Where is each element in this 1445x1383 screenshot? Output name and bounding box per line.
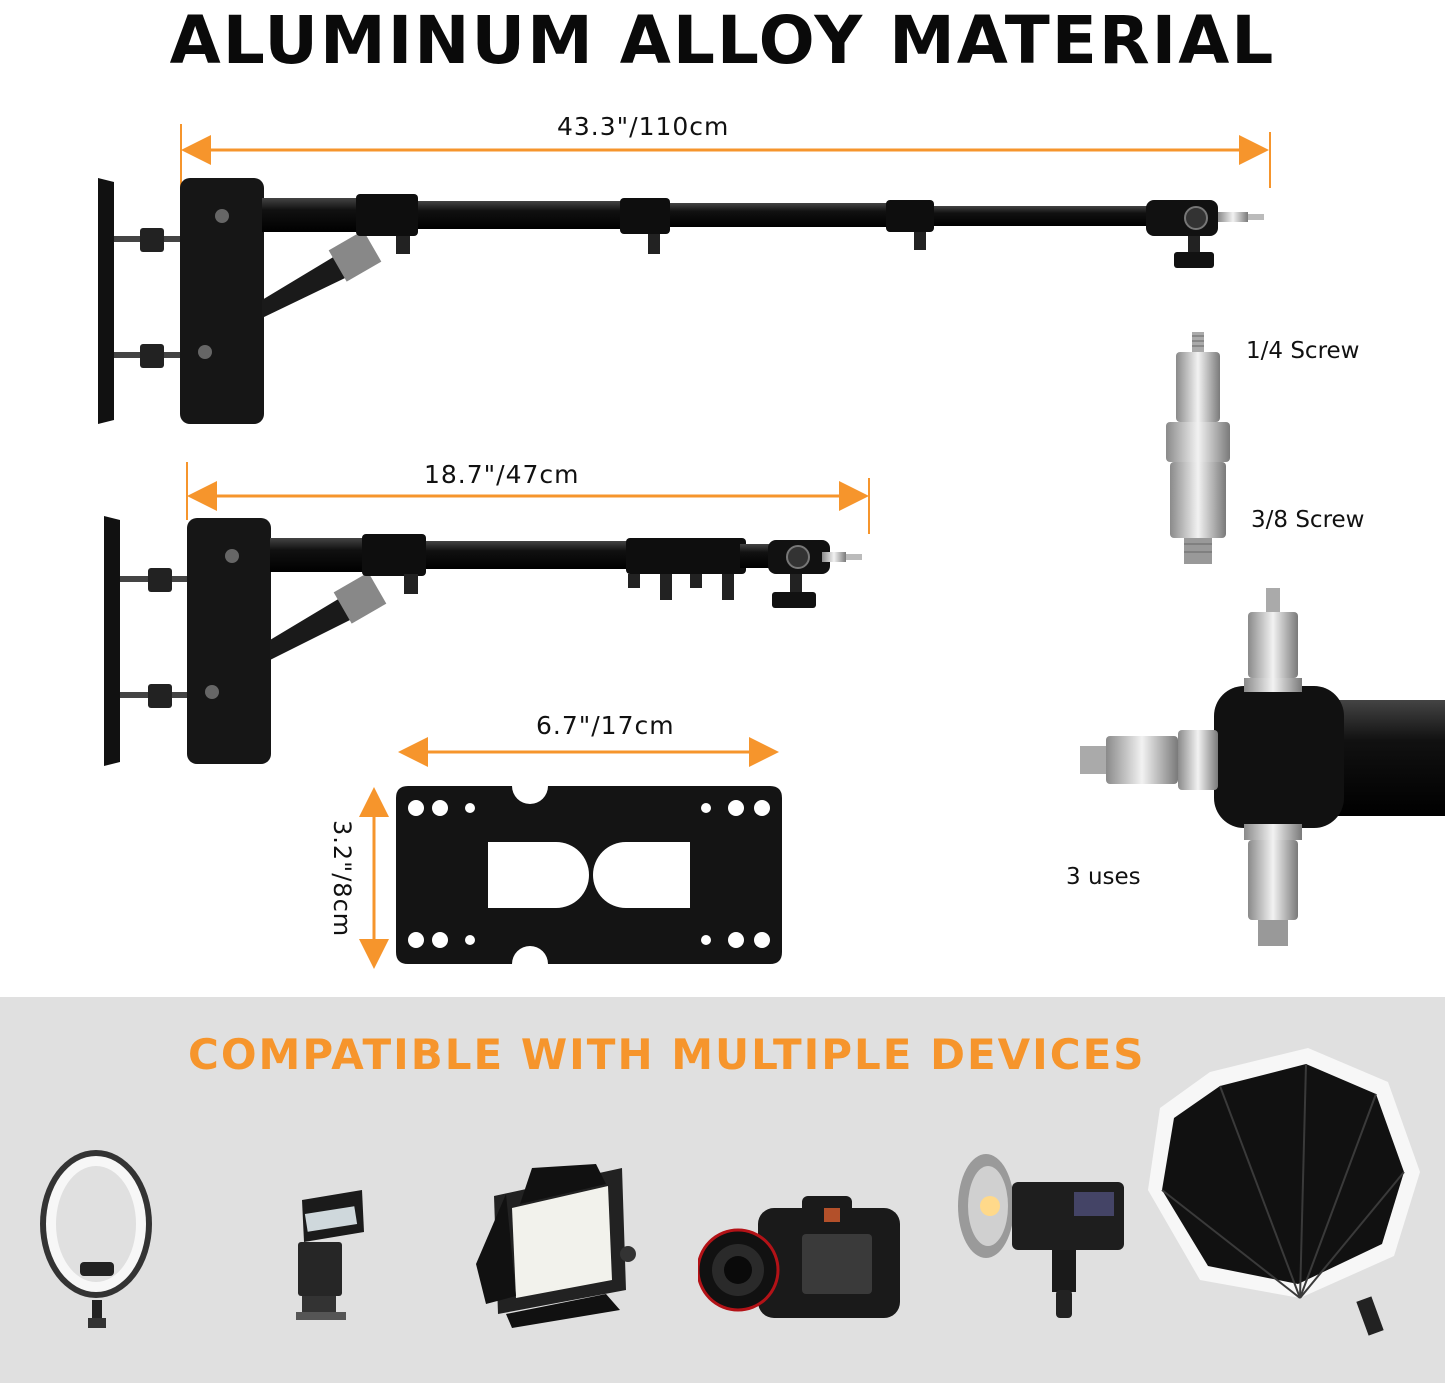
adapter-screw bbox=[1166, 332, 1230, 564]
retracted-dimension-arrow bbox=[186, 462, 870, 534]
page-title: ALUMINUM ALLOY MATERIAL bbox=[169, 2, 1276, 79]
speedlite-flash-icon bbox=[296, 1190, 364, 1320]
retracted-arm bbox=[104, 516, 862, 766]
three-uses-label: 3 uses bbox=[1066, 864, 1141, 890]
extended-dimension-arrow bbox=[180, 124, 1271, 188]
three-eighths-screw-label: 3/8 Screw bbox=[1251, 507, 1365, 533]
extended-length-label: 43.3"/110cm bbox=[557, 112, 730, 141]
dslr-camera-icon bbox=[698, 1196, 900, 1318]
studio-strobe-light-icon bbox=[958, 1154, 1124, 1318]
led-panel-light-icon bbox=[476, 1164, 636, 1328]
mounting-plate bbox=[396, 786, 782, 964]
compatible-title: COMPATIBLE WITH MULTIPLE DEVICES bbox=[188, 1030, 1146, 1079]
ring-light-icon bbox=[40, 1150, 152, 1328]
plate-height-label: 3.2"/8cm bbox=[328, 820, 356, 938]
extended-arm bbox=[98, 178, 1264, 424]
product-diagram bbox=[98, 124, 1445, 969]
plate-width-label: 6.7"/17cm bbox=[536, 711, 675, 740]
three-way-head bbox=[1080, 588, 1445, 946]
retracted-length-label: 18.7"/47cm bbox=[424, 460, 580, 489]
octagon-softbox-icon bbox=[1148, 1048, 1420, 1336]
quarter-inch-screw-label: 1/4 Screw bbox=[1246, 338, 1360, 364]
